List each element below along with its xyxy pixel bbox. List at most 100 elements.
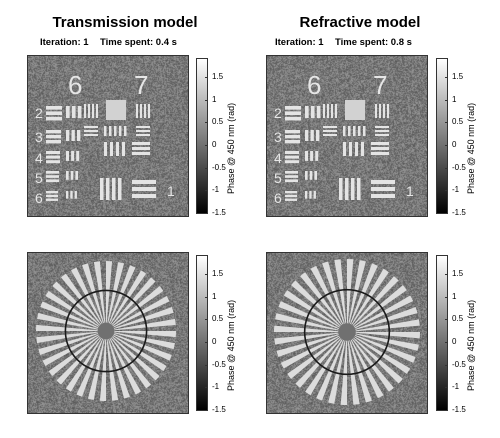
star-spoke [106, 277, 156, 331]
target-bar [305, 130, 309, 141]
target-bar [285, 111, 301, 116]
target-bar [136, 104, 138, 118]
colorbar-tick-label: -1 [452, 185, 460, 195]
target-bar [345, 178, 349, 200]
target-bar [353, 126, 356, 136]
colorbar-tick-label: -1.5 [212, 208, 226, 217]
target-bar [96, 104, 98, 118]
star-spoke [334, 259, 347, 332]
target-bar [310, 106, 315, 119]
colorbar-gradient [436, 58, 448, 214]
target-bar [310, 130, 314, 141]
star-spoke [310, 265, 347, 332]
target-bar [84, 126, 98, 128]
target-bar [46, 155, 60, 159]
colorbar-tick-mark [205, 122, 208, 124]
star-spoke [283, 290, 347, 332]
colorbar-tick-mark [445, 190, 448, 192]
star-spoke [87, 331, 106, 400]
star-spoke [316, 332, 347, 401]
colorbar-tick-label: -1.5 [212, 405, 226, 414]
star-spoke [56, 331, 106, 385]
colorbar-tick-label: -0.5 [212, 162, 226, 172]
star-spoke [347, 285, 407, 332]
right-time-spent: Time spent: 0.8 s [335, 37, 412, 48]
star-spoke [48, 331, 106, 376]
target-bar [148, 104, 150, 118]
number-4: 4 [274, 150, 282, 166]
star-spoke [37, 312, 106, 331]
star-spoke [106, 286, 164, 331]
target-bar [357, 178, 361, 200]
transmission-siemens-star-image [27, 252, 189, 414]
colorbar-tick-label: -0.5 [452, 359, 466, 369]
target-bar [305, 191, 308, 199]
target-bar [323, 126, 337, 128]
number-6-bottom: 6 [274, 190, 282, 206]
colorbar-tick-label: 1 [212, 94, 217, 104]
colorbar-tick-label: 1.5 [212, 269, 224, 279]
star-spoke [347, 319, 420, 332]
star-spoke [71, 267, 106, 331]
target-bar [100, 178, 104, 200]
target-bar [305, 106, 309, 119]
target-bar [77, 106, 82, 119]
star-spoke [38, 331, 106, 355]
colorbar-tick-label: 0.5 [452, 314, 464, 324]
colorbar-tick-label: -1 [212, 185, 220, 195]
colorbar-tick-label: 0 [452, 337, 457, 347]
star-spoke [76, 331, 106, 397]
target-bar [285, 194, 297, 198]
number-6-top: 6 [68, 70, 82, 100]
star-center [97, 322, 115, 340]
target-bar [104, 142, 107, 156]
target-bar [116, 142, 119, 156]
star-spoke [347, 307, 418, 332]
target-bar [46, 111, 62, 116]
target-bar [66, 171, 69, 180]
colorbar-tick-mark [205, 213, 208, 214]
target-bar [351, 178, 355, 200]
star-spoke [347, 332, 420, 339]
star-spoke [347, 332, 384, 399]
target-bar [285, 160, 299, 164]
colorbar-tick-mark [445, 319, 448, 321]
target-bar [132, 142, 150, 145]
target-bar [112, 178, 116, 200]
target-bar [66, 151, 69, 161]
number-5: 5 [274, 170, 282, 186]
target-bar [104, 126, 107, 136]
target-bar [379, 104, 381, 118]
colorbar-tick-mark [445, 296, 448, 298]
colorbar-tick-mark [445, 122, 448, 124]
colorbar-tick-mark [205, 387, 208, 389]
target-bar [305, 151, 308, 161]
colorbar-tick-label: -1.5 [452, 208, 466, 217]
target-bar [84, 130, 98, 132]
target-bar [285, 175, 298, 178]
right-iteration: Iteration: 1 [275, 37, 324, 48]
colorbar-tick-mark [205, 296, 208, 298]
refractive-target-image: 6 7 2 3 4 5 6 1 [266, 55, 428, 217]
star-spoke [106, 331, 141, 395]
colorbar-tick-mark [205, 145, 208, 147]
colorbar-tick-label: -1 [212, 382, 220, 392]
target-bar [285, 106, 301, 110]
star-spoke [106, 331, 119, 401]
usaf-target-drawing: 6 7 2 3 4 5 6 1 [274, 70, 414, 206]
target-bar [375, 130, 389, 132]
target-bar [285, 130, 300, 134]
star-spoke [295, 332, 347, 388]
target-bar [285, 171, 298, 174]
target-bar [46, 140, 61, 144]
target-bar [285, 155, 299, 159]
colorbar-tick-mark [445, 145, 448, 147]
target-bar [144, 104, 146, 118]
target-bar [88, 104, 90, 118]
colorbar-tick-mark [445, 342, 448, 344]
siemens-star-drawing [274, 259, 420, 405]
colorbar-axis-label: Phase @ 450 nm (rad) [466, 299, 476, 391]
number-3: 3 [274, 129, 282, 145]
target-bar [363, 126, 366, 136]
star-spoke [106, 318, 176, 331]
